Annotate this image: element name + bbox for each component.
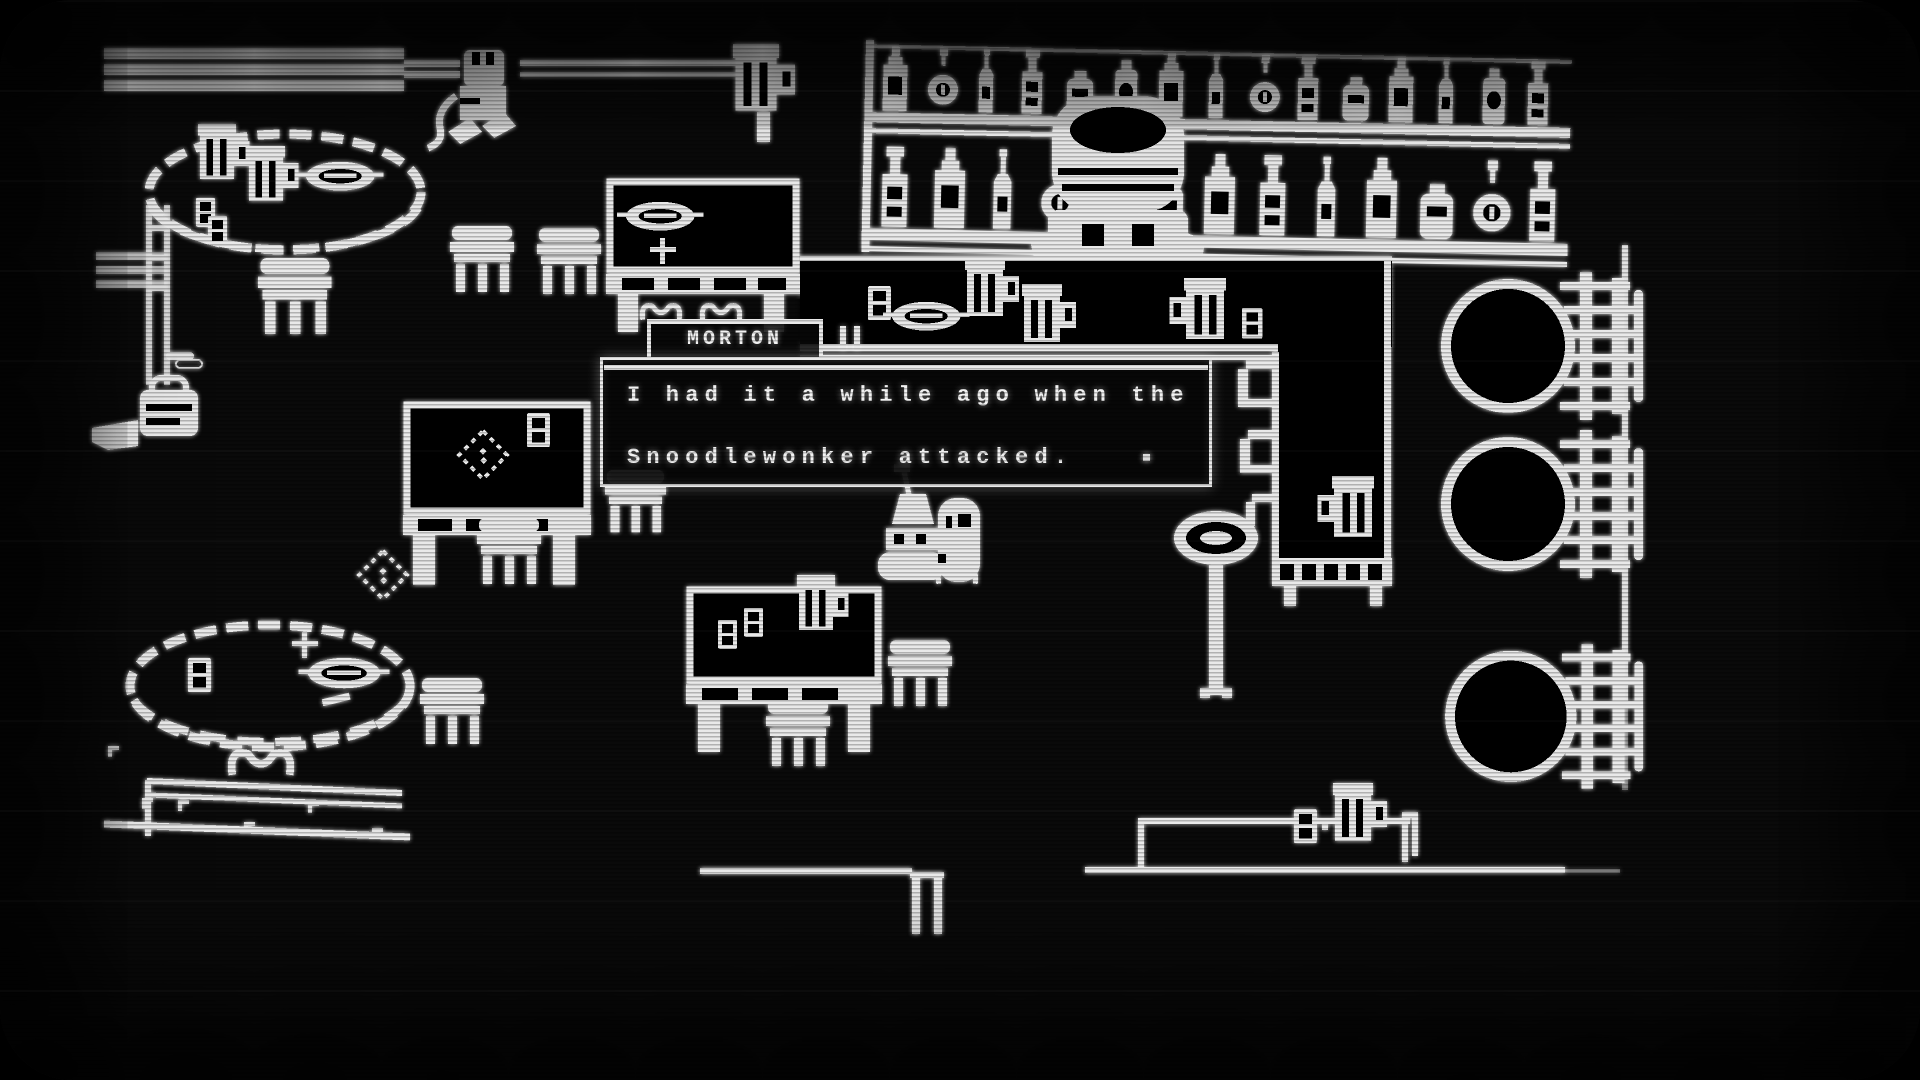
drinking-glass-icon xyxy=(744,608,764,637)
bar-stool-pole xyxy=(1174,511,1258,698)
left-wall xyxy=(96,205,170,385)
bottle-icon xyxy=(1316,156,1337,237)
barrel-icon xyxy=(1450,644,1643,789)
bottle-icon xyxy=(1528,161,1556,242)
stool-icon xyxy=(477,518,541,584)
playing-card-icon xyxy=(356,548,410,602)
table-top-center xyxy=(606,178,800,332)
dialogue-box[interactable]: I had it a while ago when the Snoodlewon… xyxy=(600,357,1212,487)
stool-icon xyxy=(642,306,679,320)
round-table-top-left xyxy=(144,124,426,255)
rope-icon xyxy=(426,93,459,152)
low-wall xyxy=(1138,783,1418,870)
bench-bottom-left xyxy=(103,778,411,841)
bottle-icon xyxy=(933,147,966,229)
fork-icon xyxy=(292,632,318,658)
mug-on-post xyxy=(733,44,796,142)
bar-shelf xyxy=(861,40,1572,267)
stool-icon xyxy=(537,228,601,294)
drinking-glass-icon xyxy=(188,658,211,693)
drinking-glass-icon xyxy=(208,216,228,245)
tap-line xyxy=(1238,360,1274,526)
bottle-icon xyxy=(882,46,908,111)
beer-mug-icon xyxy=(198,124,250,180)
bartender[interactable] xyxy=(1030,96,1206,282)
stool-icon xyxy=(450,226,514,292)
ghost-patron[interactable] xyxy=(938,498,980,582)
bottle-icon xyxy=(1482,68,1506,125)
name-tag-tick xyxy=(840,326,846,350)
top-left-wall xyxy=(104,48,738,91)
bottle-icon xyxy=(1438,59,1454,124)
bottle-icon xyxy=(1259,154,1286,236)
bottle-icon xyxy=(1527,61,1549,126)
dialogue-line-2: Snoodlewonker attacked. xyxy=(627,445,1074,470)
name-tag-tick xyxy=(854,326,860,350)
beer-mug-icon xyxy=(247,146,299,202)
stool-icon xyxy=(420,678,484,744)
drinking-glass-icon xyxy=(1242,308,1263,339)
bottle-icon xyxy=(992,148,1013,230)
ghost-eye xyxy=(946,516,952,528)
bottle-icon xyxy=(978,48,994,113)
plate-icon xyxy=(298,657,390,689)
drinking-glass-icon xyxy=(527,413,550,448)
bottle-icon xyxy=(881,146,908,227)
cap-icon xyxy=(166,352,203,369)
beer-mug-icon xyxy=(1333,783,1387,841)
stool-icon xyxy=(702,306,739,320)
bottle-icon xyxy=(1472,159,1512,232)
barrel-icon xyxy=(1446,272,1643,420)
bottom-wall xyxy=(700,867,1620,934)
backpack xyxy=(92,375,198,450)
stool-icon xyxy=(232,753,291,775)
bottle-icon xyxy=(1365,157,1398,239)
bottle-icon xyxy=(1342,76,1370,122)
round-table-bottom-left xyxy=(125,620,415,752)
boot-icon xyxy=(92,420,138,450)
speaker-name-tag: MORTON xyxy=(647,319,823,357)
square-table xyxy=(403,401,591,585)
stool-icon xyxy=(888,640,952,706)
bottle-icon xyxy=(1203,153,1236,235)
stool-icon xyxy=(766,700,830,766)
bottle-icon xyxy=(1208,53,1224,119)
dialogue-text: I had it a while ago when the Snoodlewon… xyxy=(627,380,1190,473)
door-frame xyxy=(910,872,944,934)
continue-cursor-icon xyxy=(1143,454,1150,461)
bartender-eye xyxy=(1132,224,1154,246)
stool-icon xyxy=(258,258,332,334)
bottle-row-2 xyxy=(881,146,1556,242)
bottle-icon xyxy=(1249,54,1281,113)
bottle-icon xyxy=(1419,183,1454,240)
ghost-eye xyxy=(958,514,971,527)
beer-mug-icon xyxy=(733,44,796,111)
drinking-glass-icon xyxy=(1294,809,1317,844)
bartender-eye xyxy=(1082,224,1104,246)
bottle-icon xyxy=(1388,57,1414,123)
dialogue-line-1: I had it a while ago when the xyxy=(627,383,1190,408)
bottle-icon xyxy=(1021,49,1043,114)
bottle-icon xyxy=(1297,55,1319,121)
drinking-glass-icon xyxy=(718,620,738,649)
plate-icon xyxy=(297,161,384,191)
barrel-icon xyxy=(1446,430,1643,578)
bottle-icon xyxy=(927,47,959,106)
